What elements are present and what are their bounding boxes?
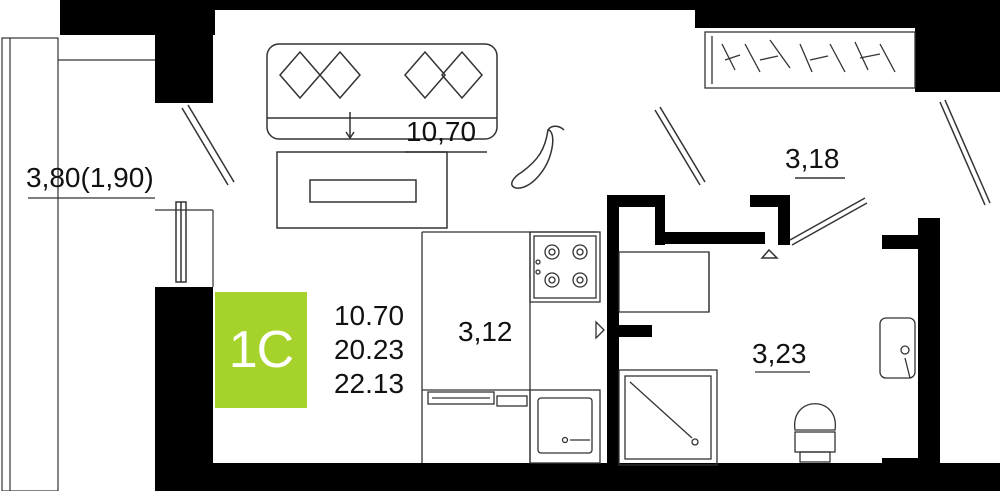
- balcony-door: [175, 104, 235, 283]
- wardrobe: [704, 31, 916, 89]
- wall-right-stub: [882, 235, 918, 249]
- walls: [60, 0, 1000, 491]
- wall-upper-left: [155, 35, 213, 103]
- apartment-type-label: 1C: [228, 321, 294, 379]
- total-with-balcony-value: 22.13: [333, 368, 405, 399]
- bathroom: [618, 251, 916, 466]
- wall-right-top: [915, 0, 1000, 92]
- wall-left-lower: [155, 287, 213, 491]
- bath-wall-seg2: [778, 195, 790, 245]
- balcony-area: 3,80(1,90): [26, 162, 154, 193]
- kitchen-area: 3,12: [458, 316, 513, 347]
- hall-area: 3,18: [785, 143, 840, 174]
- balcony: [1, 37, 214, 491]
- bath-wall-mid: [655, 232, 765, 244]
- coffee-table: [276, 151, 448, 229]
- area-summary: 10.70 20.23 22.13: [307, 292, 431, 408]
- top-wall-left: [60, 0, 215, 35]
- bath-wall-top: [607, 195, 659, 207]
- apartment-type-badge: 1C: [215, 292, 307, 408]
- bath-wall-stub: [607, 325, 652, 337]
- hall-doors: [654, 99, 991, 259]
- total-area-value: 20.23: [333, 334, 405, 365]
- living-area-value: 10.70: [333, 300, 405, 331]
- wall-right-lower: [918, 218, 940, 478]
- bath-wall-top2: [655, 195, 665, 245]
- kitchen: [421, 231, 605, 464]
- wall-right-foot: [882, 458, 918, 472]
- bottom-wall: [155, 463, 1000, 491]
- bathroom-area: 3,23: [752, 338, 807, 369]
- cat: [511, 125, 565, 189]
- top-wall: [60, 0, 1000, 10]
- living-room-area: 10,70: [406, 116, 477, 147]
